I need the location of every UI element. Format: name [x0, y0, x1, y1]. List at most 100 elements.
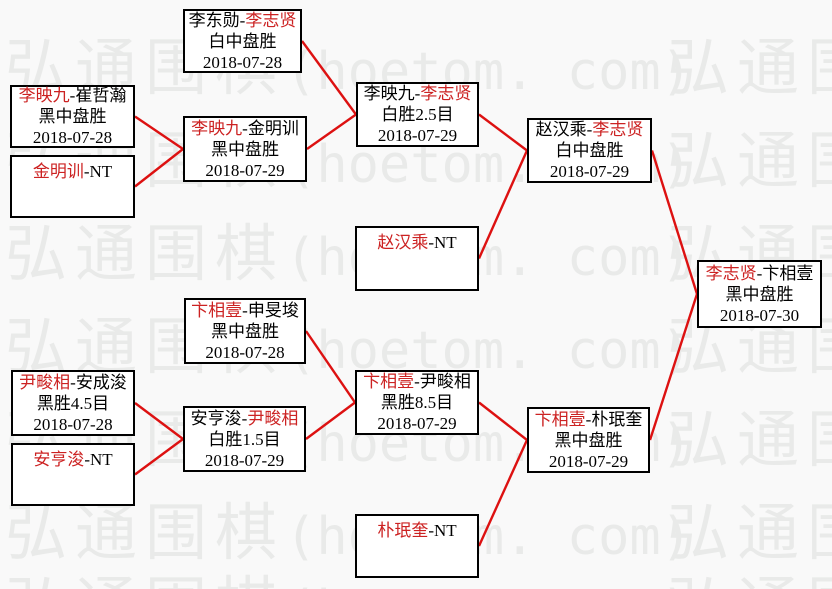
- players-separator: -: [586, 120, 593, 139]
- player2-name: 崔哲瀚: [75, 86, 127, 105]
- match-players: 赵汉乘-李志贤: [536, 119, 644, 140]
- watermark-text: 弘通围棋(hoetom. com): [5, 224, 692, 286]
- match-date: 2018-07-29: [549, 162, 630, 181]
- connector-line: [478, 401, 528, 441]
- player2-name: NT: [90, 450, 113, 469]
- match-box-k[interactable]: 安亨浚-NT: [11, 443, 135, 506]
- connector-line: [648, 293, 699, 441]
- watermark-latin-text: (hoetom. com): [285, 507, 693, 567]
- match-players: 李映九-崔哲瀚: [19, 85, 127, 106]
- match-players: 李东勋-李志贤: [189, 10, 297, 31]
- match-players: 李映九-李志贤: [364, 83, 472, 104]
- connector-line: [134, 115, 184, 150]
- match-date: 2018-07-28: [202, 52, 283, 72]
- match-date: 2018-07-29: [205, 160, 285, 180]
- watermark-cjk-text: 弘通围棋: [667, 128, 832, 196]
- player1-name: 尹畯相: [19, 372, 71, 392]
- connector-line: [477, 150, 529, 259]
- player1-name: 安亨浚: [190, 408, 242, 428]
- connector-line: [305, 330, 356, 404]
- player1-name: 卞相壹: [363, 372, 415, 391]
- match-players: 卞相壹-申旻埈: [191, 300, 299, 321]
- player1-name: 卞相壹: [191, 300, 243, 320]
- match-box-c[interactable]: 金明训-NT: [10, 155, 135, 218]
- watermark-cjk-text: 弘通围棋: [667, 35, 832, 103]
- players-separator: -: [585, 409, 592, 429]
- players-separator: -: [83, 162, 90, 181]
- players-separator: -: [414, 372, 420, 391]
- players-separator: -: [239, 10, 246, 30]
- match-result: 黑中盘胜: [554, 430, 623, 450]
- player2-name: 李志贤: [420, 84, 472, 103]
- match-result: 白胜1.5目: [208, 429, 281, 449]
- watermark-latin-text: (hoetom. com): [285, 321, 693, 381]
- match-players: 李志贤-卞相壹: [706, 263, 814, 284]
- connector-line: [478, 113, 528, 152]
- connector-line: [134, 402, 184, 440]
- watermark-cjk-text: 弘通围棋: [5, 573, 285, 589]
- match-players: 卞相壹-朴珉奎: [535, 409, 643, 430]
- player2-name: NT: [434, 233, 457, 252]
- player2-name: 金明训: [247, 118, 299, 138]
- player1-name: 李映九: [191, 118, 243, 138]
- connector-line: [305, 401, 356, 440]
- player2-name: NT: [434, 521, 457, 540]
- match-result: 黑中盘胜: [725, 284, 794, 304]
- match-date: 2018-07-29: [548, 451, 629, 471]
- player1-name: 李映九: [18, 86, 70, 105]
- player2-name: 安成浚: [75, 372, 127, 392]
- match-players: 李映九-金明训: [191, 118, 299, 139]
- players-separator: -: [756, 263, 763, 283]
- connector-line: [477, 439, 529, 547]
- player2-name: 尹畯相: [419, 372, 471, 391]
- player1-name: 赵汉乘: [535, 120, 587, 139]
- watermark-latin-text: (hoetom. com): [285, 228, 693, 288]
- match-players: 尹畯相-安成浚: [19, 372, 127, 393]
- match-box-f[interactable]: 赵汉乘-NT: [355, 226, 479, 291]
- watermark-cjk-text: 弘通围棋: [667, 500, 832, 568]
- match-players: 金明训-NT: [33, 161, 112, 182]
- match-date: 2018-07-29: [377, 126, 458, 145]
- match-box-n[interactable]: 朴珉奎-NT: [355, 514, 479, 578]
- players-separator: -: [84, 450, 90, 469]
- connector-line: [301, 40, 357, 116]
- player2-name: 李志贤: [592, 120, 644, 139]
- match-result: 黑胜4.5目: [36, 393, 110, 413]
- match-players: 安亨浚-尹畯相: [191, 408, 299, 429]
- player1-name: 赵汉乘: [377, 233, 429, 252]
- player2-name: 卞相壹: [762, 263, 814, 283]
- match-players: 安亨浚-NT: [33, 449, 112, 470]
- players-separator: -: [69, 86, 76, 105]
- watermark-cjk-text: 弘通围棋: [5, 500, 286, 568]
- watermark-cjk-text: 弘通围棋: [667, 407, 832, 475]
- player2-name: 尹畯相: [247, 408, 299, 428]
- watermark-latin-text: (hoetom. com): [285, 42, 693, 102]
- player1-name: 李映九: [363, 84, 415, 103]
- match-result: 白中盘胜: [555, 141, 624, 160]
- player2-name: 申旻埈: [247, 300, 299, 320]
- match-result: 黑中盘胜: [38, 107, 107, 126]
- player1-name: 李东勋: [188, 10, 240, 30]
- players-separator: -: [242, 118, 248, 138]
- match-date: 2018-07-29: [377, 414, 457, 433]
- player2-name: 朴珉奎: [591, 409, 643, 429]
- match-result: 白中盘胜: [208, 31, 277, 51]
- player1-name: 安亨浚: [33, 450, 85, 469]
- watermark-text: 弘通围棋(hoetom. com): [5, 576, 692, 589]
- watermark-cjk-text: 弘通围棋: [667, 573, 832, 589]
- watermark-latin-text: (hoetom. com): [285, 580, 692, 589]
- watermark-text: 弘通围棋(hoetom. com): [667, 503, 832, 565]
